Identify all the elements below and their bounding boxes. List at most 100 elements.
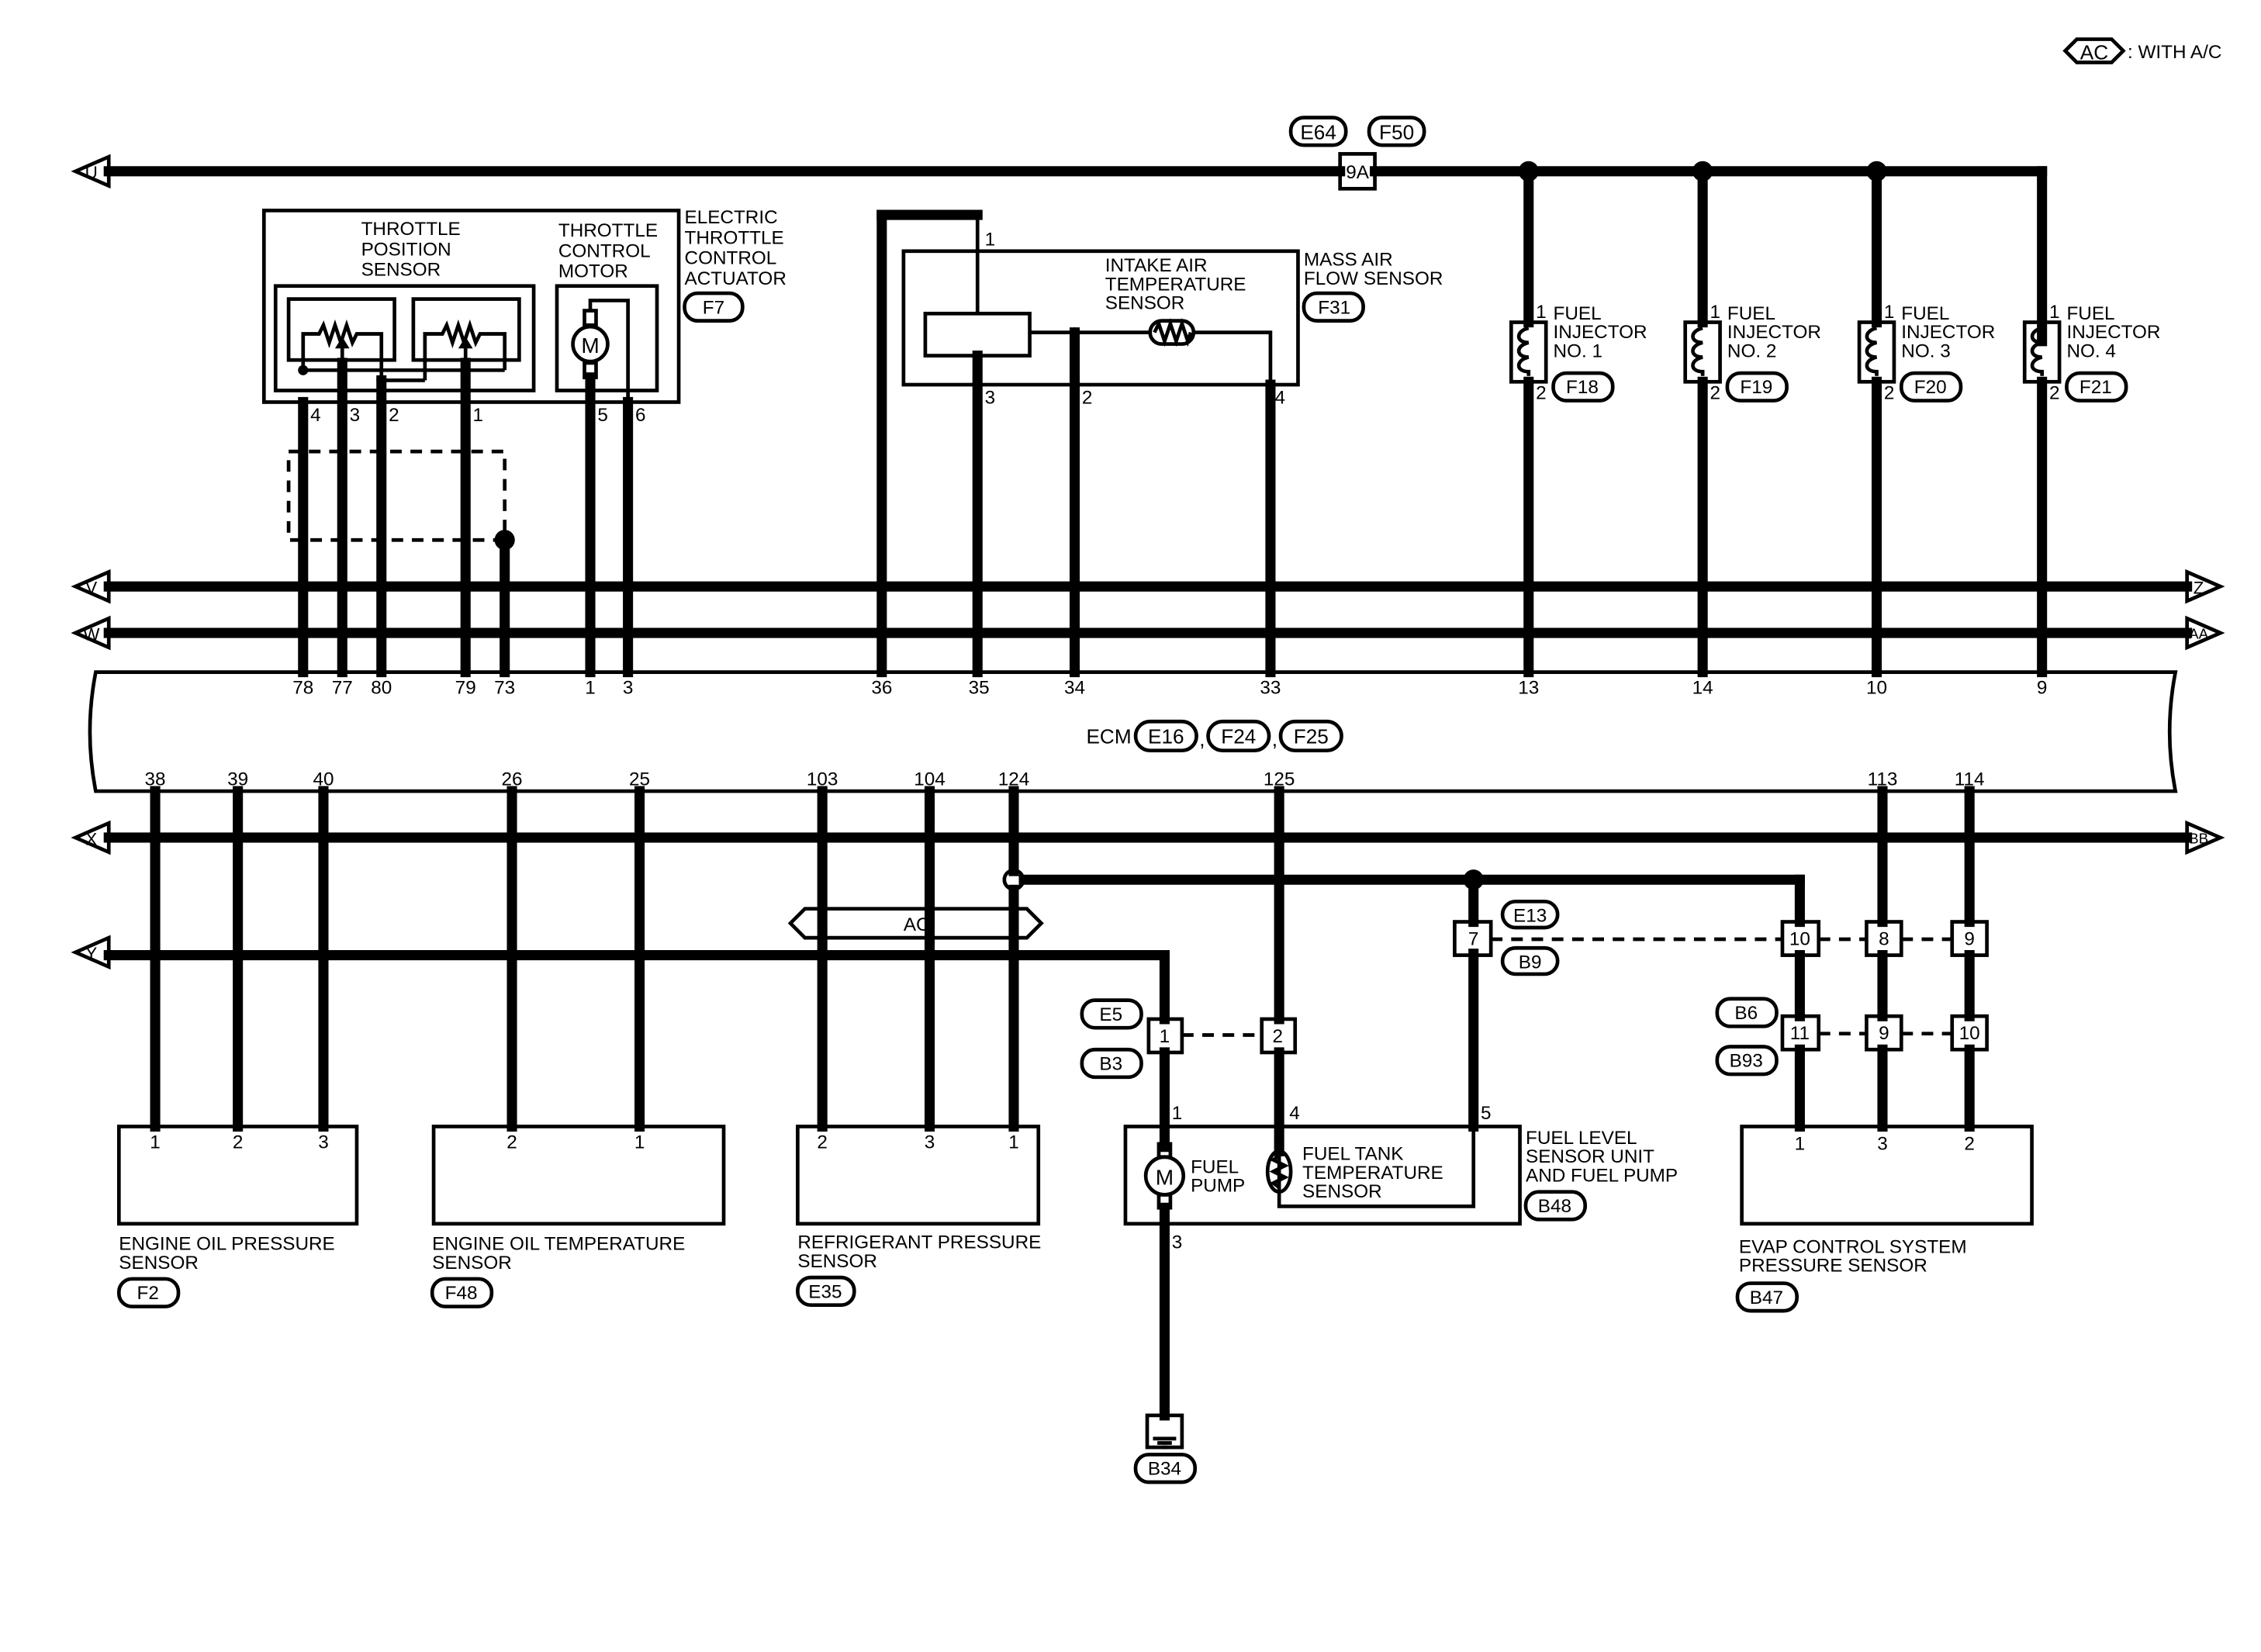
bus-y-label: Y [85,944,97,963]
oil-temp-label: ENGINE OIL TEMPERATURE [432,1234,685,1255]
injector-connector: F21 [2079,377,2112,398]
inline-connector-b6: B6 B93 11 9 10 [1715,997,1989,1132]
inline-e13-pin: 7 [1468,928,1479,949]
ac-bar-label: AC [904,914,930,935]
maf-connector: F31 [1318,297,1350,318]
injector-pin: 2 [1536,383,1547,404]
injector-connector: F19 [1740,377,1772,398]
sensor-ground-net [1002,868,1805,928]
motor-label-line: CONTROL [558,240,651,261]
inline-connector-e13: 7 E13 B9 10 8 9 [1453,786,1989,1021]
fuel-pump-label: FUEL [1191,1156,1239,1177]
bus-u-label: U [85,163,98,182]
inline-b6-pin: 10 [1959,1023,1980,1044]
oil-pressure-pin: 2 [233,1132,244,1153]
bus-z-label: Z [2194,579,2204,598]
injector-connector: F20 [1914,377,1947,398]
tps-label-line: POSITION [361,239,451,260]
ecm-pin: 78 [292,678,313,699]
maf-label-line: FLOW SENSOR [1304,268,1443,289]
injector-label: NO. 2 [1727,340,1776,361]
iat-label-line: SENSOR [1105,293,1185,314]
iat-label-line: INTAKE AIR [1105,255,1208,276]
ecm-pin: 14 [1692,678,1713,699]
ecm-pin: 3 [623,678,634,699]
junction-pin: 9A [1346,162,1369,183]
oil-pressure-connector: F2 [137,1283,159,1304]
svg-text:,: , [1272,728,1277,751]
fuel-unit-connector: B48 [1538,1196,1571,1217]
ecm-pin: 36 [871,678,892,699]
ecm-pin: 13 [1518,678,1539,699]
evap-connector: B47 [1750,1287,1783,1308]
legend-text: : WITH A/C [2128,42,2221,63]
injector-label: FUEL [1727,303,1775,324]
iat-label-line: TEMPERATURE [1105,274,1246,295]
tps-label-line: THROTTLE [361,219,461,240]
legend-code: AC [2080,41,2108,64]
actuator-pin: 2 [389,405,399,426]
ecm-pin: 9 [2037,678,2048,699]
tank-sensor-label: SENSOR [1302,1181,1382,1202]
oil-pressure-sensor: 1 2 3 ENGINE OIL PRESSURE SENSOR F2 [116,786,359,1308]
actuator-label-line: ELECTRIC [685,207,778,228]
injector-label: FUEL [2066,303,2114,324]
ecm-pin: 1 [585,678,596,699]
ecm-pin: 73 [494,678,515,699]
actuator-pin: 6 [635,405,646,426]
ecm-connector-3: F25 [1294,724,1329,748]
injector-label: INJECTOR [1901,322,1995,343]
junction-connector-1: E64 [1300,121,1336,144]
maf-sensor: 1 3 2 4 INTAKE AIR TEMPERATURE SENSOR MA… [876,209,1443,678]
actuator-pin: 5 [597,405,608,426]
motor-label-line: THROTTLE [558,220,658,241]
refrigerant-pin: 2 [817,1132,828,1153]
evap-sensor: 1 3 2 EVAP CONTROL SYSTEM PRESSURE SENSO… [1735,1125,2034,1313]
oil-pressure-label: SENSOR [119,1253,199,1274]
injector-pin: 2 [1710,383,1720,404]
oil-pressure-pin: 3 [318,1132,329,1153]
refrigerant-pin: 3 [925,1132,935,1153]
junction-connector-2: F50 [1379,121,1414,144]
injector-label: NO. 4 [2066,340,2115,361]
injector-pin: 1 [1884,302,1895,323]
ecm-pin: 80 [371,678,392,699]
injector-connector: F18 [1566,377,1599,398]
ecm-pin: 34 [1064,678,1085,699]
throttle-actuator: THROTTLE POSITION SENSOR THROTTLE CONTRO… [261,207,787,678]
ground-connector: B34 [1148,1459,1181,1480]
injector-pin: 2 [1884,383,1895,404]
refrigerant-pin: 1 [1008,1132,1019,1153]
oil-temp-pin: 1 [634,1132,645,1153]
inline-e13-pin: 9 [1964,928,1975,949]
refrigerant-label: REFRIGERANT PRESSURE [797,1232,1041,1253]
oil-pressure-label: ENGINE OIL PRESSURE [119,1234,334,1255]
evap-pin: 1 [1795,1133,1806,1154]
bus-bb-label: BB [2189,830,2208,846]
inline-e13-connector: E13 [1513,906,1547,927]
ground-b34: B34 [1133,1413,1198,1484]
ecm-pin: 77 [332,678,353,699]
evap-label: PRESSURE SENSOR [1739,1256,1927,1277]
inline-e5-pin: 2 [1273,1026,1284,1047]
bus-lines: U V Z W AA X BB Y [71,154,2225,1025]
ecm-connector-2: F24 [1221,724,1256,748]
maf-label-line: MASS AIR [1304,250,1393,271]
evap-label: EVAP CONTROL SYSTEM [1739,1236,1967,1257]
injector-label: INJECTOR [1554,322,1647,343]
injector-label: NO. 3 [1901,340,1950,361]
inline-b3-connector: B3 [1099,1053,1122,1074]
actuator-label-line: CONTROL [685,248,777,269]
junction-9a: E64 F50 9A [1288,116,1426,191]
injector-pin: 1 [1710,302,1720,323]
fuel-unit-pin: 1 [1172,1103,1183,1124]
bus-v-label: V [85,579,97,598]
tank-sensor-label: TEMPERATURE [1302,1163,1443,1184]
maf-pin: 4 [1275,387,1286,408]
actuator-pin: 3 [350,405,361,426]
inline-e13-pin: 10 [1789,928,1810,949]
